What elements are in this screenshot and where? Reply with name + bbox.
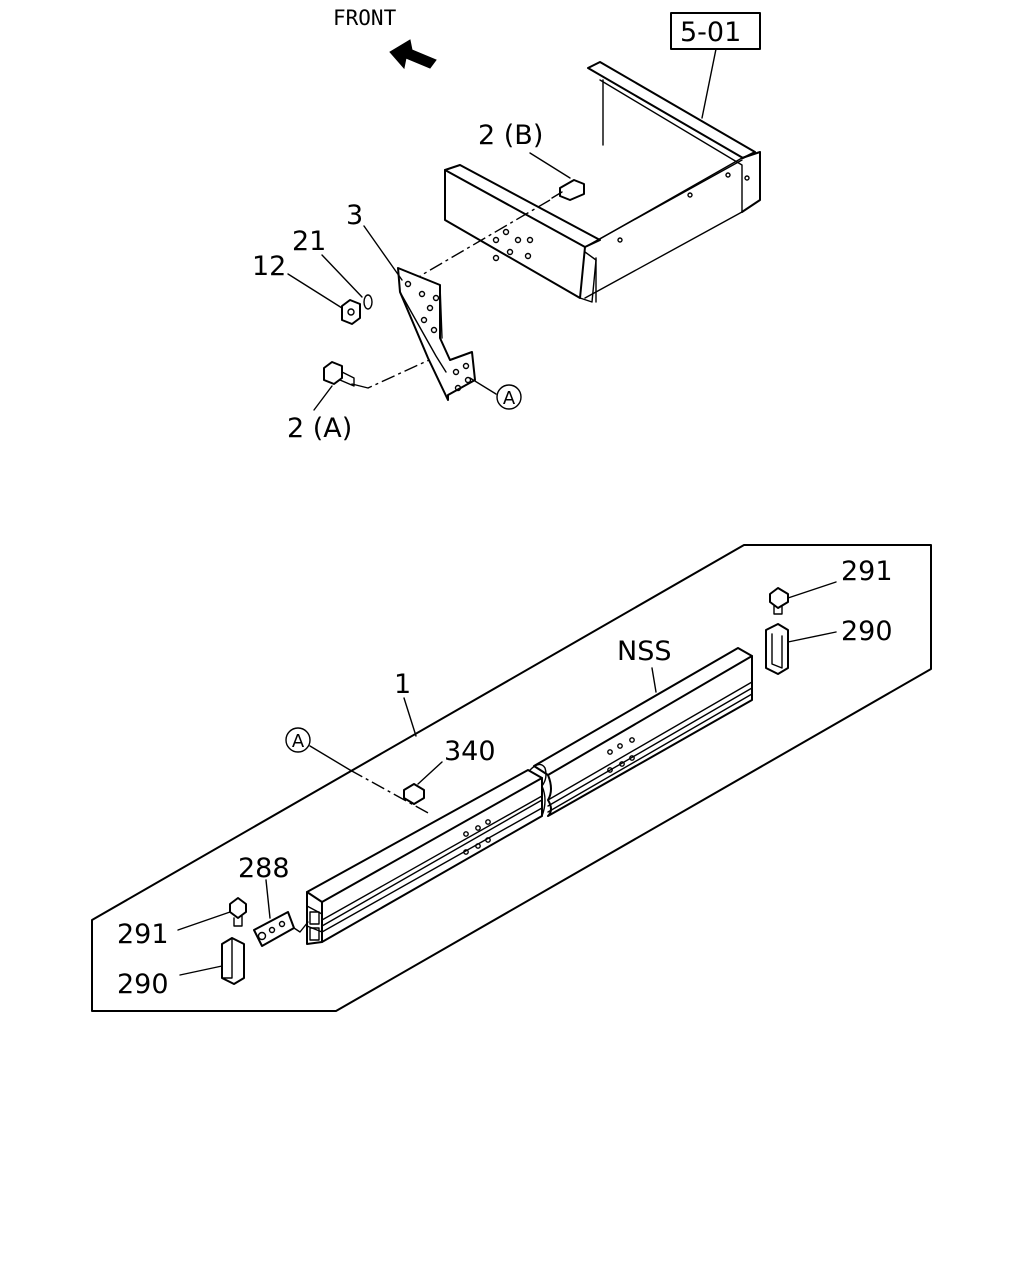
callout-12: 12 xyxy=(252,251,286,282)
leader-1 xyxy=(403,697,417,737)
side-rail-nss xyxy=(529,647,753,817)
pin-340-icon xyxy=(403,783,425,805)
leader-12 xyxy=(287,273,343,309)
leader-nss xyxy=(651,667,657,693)
leader-291-top xyxy=(787,581,837,599)
leader-2a xyxy=(313,385,333,411)
leader-3 xyxy=(363,225,403,281)
callout-340: 340 xyxy=(444,736,496,767)
circle-ref-top xyxy=(496,384,522,410)
ref-leader xyxy=(701,48,717,119)
circle-ref-bottom-label: A xyxy=(292,731,305,752)
nut-12-icon xyxy=(341,299,361,325)
circle-ref-bottom xyxy=(285,727,311,753)
centerline-lower xyxy=(367,354,441,389)
plate-288-icon xyxy=(253,911,309,947)
screw-291-top-icon xyxy=(769,587,789,615)
callout-291-top: 291 xyxy=(841,556,893,587)
leader-291-bottom xyxy=(177,911,231,931)
clip-290-top-icon xyxy=(765,623,789,675)
screw-291-bottom-icon xyxy=(229,897,247,927)
leader-290-bottom xyxy=(179,965,223,976)
leader-340 xyxy=(417,761,443,785)
leader-2b xyxy=(529,152,571,179)
leader-circle-a-top xyxy=(469,377,497,395)
callout-2b: 2 (B) xyxy=(478,120,543,151)
callout-1: 1 xyxy=(394,669,411,700)
callout-nss: NSS xyxy=(617,636,671,667)
assembly-boundary xyxy=(91,544,932,1012)
front-arrow-icon xyxy=(389,39,437,70)
leader-288 xyxy=(265,879,271,919)
bracket-3 xyxy=(397,267,476,401)
callout-288: 288 xyxy=(238,853,290,884)
bolt-2b-icon xyxy=(551,179,585,201)
circle-ref-top-label: A xyxy=(503,388,516,409)
front-label: FRONT xyxy=(333,6,397,30)
leader-21 xyxy=(321,254,363,298)
bolt-2a-icon xyxy=(323,361,355,387)
frame-rail xyxy=(444,61,761,303)
callout-2a: 2 (A) xyxy=(287,413,352,444)
callout-291-bottom: 291 xyxy=(117,919,169,950)
callout-3: 3 xyxy=(346,200,363,231)
callout-21: 21 xyxy=(292,226,326,257)
ref-box-label: 5-01 xyxy=(680,17,741,48)
side-rail-1 xyxy=(306,769,543,945)
centerline-upper xyxy=(419,199,551,277)
clip-290-bottom-icon xyxy=(221,937,245,985)
washer-21-icon xyxy=(363,294,373,310)
callout-290-bottom: 290 xyxy=(117,969,169,1000)
leader-290-top xyxy=(787,631,837,643)
centerline-a-bottom xyxy=(349,769,431,815)
callout-290-top: 290 xyxy=(841,616,893,647)
